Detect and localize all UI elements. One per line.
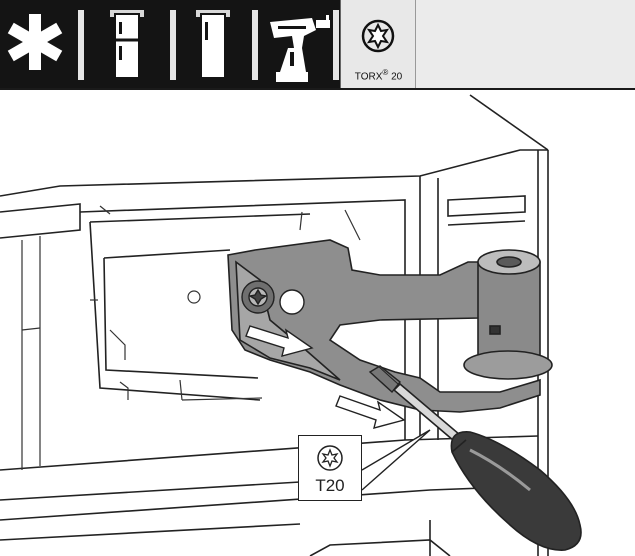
fridge-freezer-tile [88,0,163,88]
removal-arrows [245,325,406,429]
screwdriver [392,382,582,551]
torx-size: 20 [391,71,403,82]
torx-bit-icon [361,19,395,53]
left-panel-details [21,205,361,470]
pictogram-toolbar: TORX® 20 [0,0,635,90]
toolbar-divider [78,10,84,80]
toolbar-divider [252,10,258,80]
toolbar-divider [333,10,339,80]
asterisk-tile [0,0,70,88]
fridge-door-icon [196,10,230,79]
torx-tile: TORX® 20 [340,0,415,88]
hinge-bracket [227,239,553,413]
torx-size-label: TORX® 20 [341,68,416,82]
fridge-freezer-icon [110,10,144,79]
torx-screw-icon [317,445,343,471]
cordless-drill-icon [270,15,330,82]
drill-tile [260,0,335,88]
fridge-door-tile [178,0,253,88]
torx-callout-label: T20 [315,476,345,495]
removed-screw [368,365,401,394]
torx-brand: TORX [354,71,383,82]
asterisk-icon [7,14,63,70]
torx-callout: T20 [298,435,362,501]
toolbar-divider [170,10,176,80]
torx-reg-mark: ® [382,67,389,77]
toolbar-empty-area [415,0,635,88]
hinge-screw [241,280,305,315]
hinge-removal-illustration [0,94,582,556]
callout-pointer [361,429,431,491]
